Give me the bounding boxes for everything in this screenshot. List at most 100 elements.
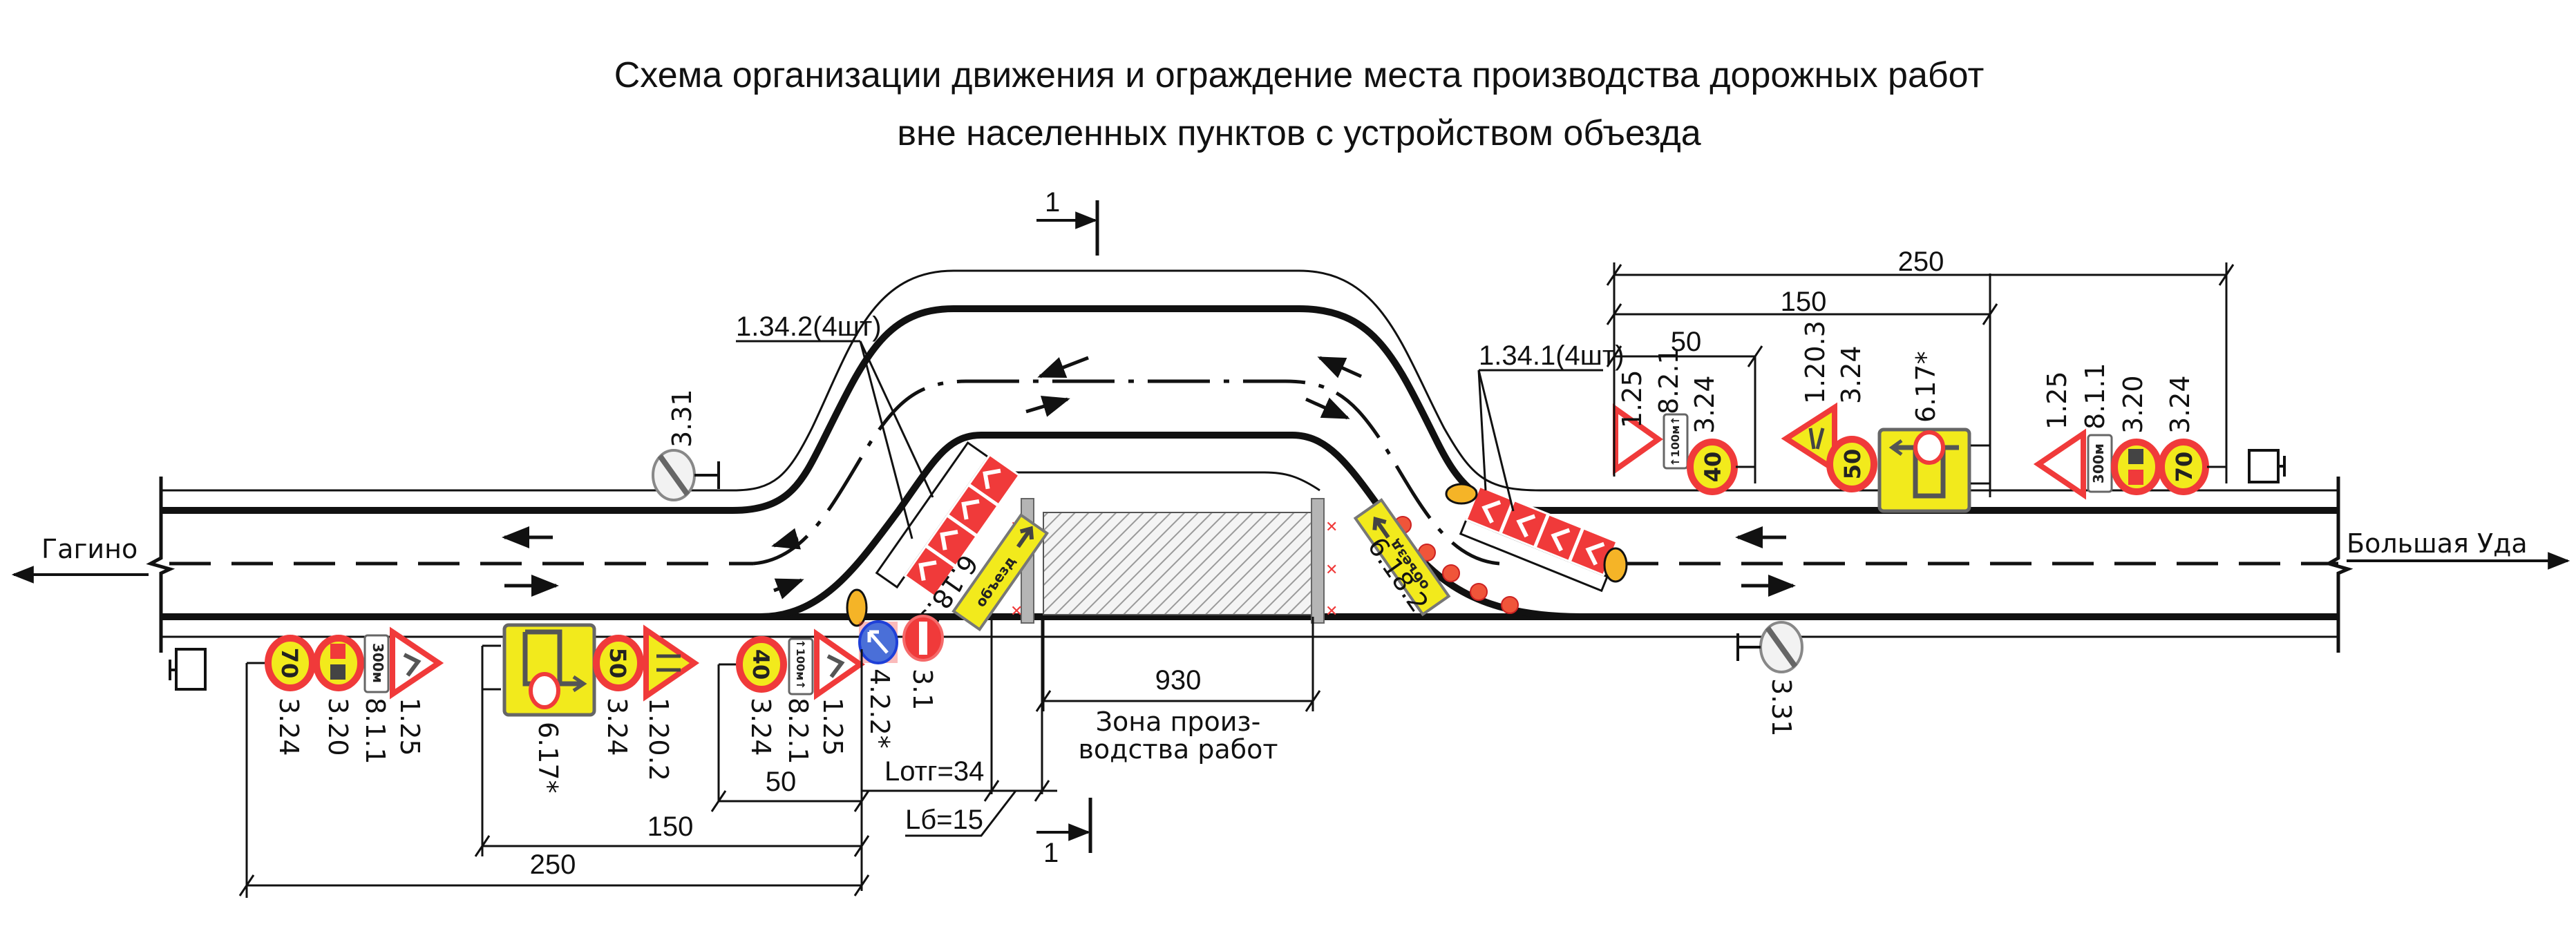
arrow-detour-3 [1025,396,1070,417]
svg-text:↑100м↑: ↑100м↑ [794,639,807,689]
svg-text:1.25: 1.25 [2042,371,2072,430]
dimensions-offsets: Lотг=34 Lб=15 [862,617,1057,837]
barrier-right [1311,498,1325,624]
sign-group-right-50: ↑100м↑ 40 1.25 8.2.1 3.24 [1613,347,1756,495]
no-overtaking-trucks-icon [2111,439,2162,495]
dim-label-50: 50 [1671,327,1702,357]
svg-text:1.25: 1.25 [817,698,848,756]
direction-left-label: Гагино [41,534,138,564]
chevron-board-1-34-1 [1459,485,1618,593]
direction-right-label: Большая Уда [2347,528,2528,559]
direction-left: Гагино [11,534,149,584]
svg-text:3.20: 3.20 [323,698,353,756]
distance-plate-100m-icon: ↑100м↑ [788,637,814,695]
svg-text:40: 40 [1700,452,1726,483]
lane-arrows [502,356,1796,599]
cone-icon [1501,596,1519,614]
svg-text:3.24: 3.24 [1836,345,1866,404]
work-zone-length: 930 [1155,665,1202,695]
svg-text:70: 70 [276,648,303,679]
barrier-light: ✕ [1010,602,1023,620]
sign-group-right-250: 300м 70 1.25 8.1.1 3.20 3.24 [2033,262,2228,500]
arrow-detour-6 [773,578,804,599]
svg-text:3.24: 3.24 [602,698,632,756]
sign-4-2-2 [858,620,898,664]
svg-text:70: 70 [2171,452,2197,483]
road-works-warning-icon [814,628,865,700]
section-marker-label: 1 [1043,838,1059,868]
arrow-detour-2 [1317,356,1363,378]
sign-3-31-top [652,449,720,501]
l-otg-label: Lотг=34 [884,756,984,787]
svg-text:3.24: 3.24 [1689,375,1720,434]
arrow-icon [867,630,889,654]
arrow-icon [1372,517,1390,539]
road-break-left [146,477,176,653]
sign-code-3-31-top: 3.31 [667,389,697,448]
no-overtaking-trucks-icon [313,635,364,691]
detour-scheme-sign-6-17-icon [502,623,596,717]
svg-text:300м: 300м [370,643,386,683]
arrow-detour-1 [1037,356,1089,378]
svg-text:8.2.1: 8.2.1 [783,698,813,765]
road-works-warning-icon [1613,403,1663,475]
sign-code-3-1: 3.1 [907,669,938,710]
svg-text:1.25: 1.25 [395,698,425,756]
title-line-1: Схема организации движения и ограждение … [614,55,1985,95]
road-outer-edge-top [161,269,2338,492]
title-line-2: вне населенных пунктов с устройством объ… [897,113,1701,153]
svg-text:6.17*: 6.17* [533,722,563,794]
sign-group-left-50: 40 ↑100м↑ 3.24 8.2.1 1.25 [717,628,865,801]
work-zone-hatched-area [1043,512,1314,615]
callout-label: 1.34.2(4шт) [736,311,882,342]
svg-text:50: 50 [605,648,631,679]
callout-1-34-2: 1.34.2(4шт) [736,311,934,539]
cone-icon [1470,583,1488,601]
chevron-sign-icon [1465,485,1618,577]
work-zone: ✕ ✕ ✕ ✕ ✕ ✕ [1010,498,1338,624]
sign-group-right-150: 50 1.20.3 3.24 6.17* [1781,273,1991,513]
work-zone-label-2: водства работ [1079,734,1278,765]
dimensions-right: 250 150 50 [1606,247,2235,477]
distance-plate-300m-icon: 300м [363,634,390,693]
sign-post-square-left [169,648,207,691]
barrier-light: ✕ [1325,518,1338,535]
dimensions-left: 50 150 250 [238,649,870,896]
arrow-icon [1016,526,1034,548]
sign-3-31-bottom [1736,621,1803,673]
svg-text:40: 40 [748,649,774,680]
barrier-light: ✕ [1325,561,1338,578]
detour-inner-edge [759,432,1583,620]
svg-text:1.20.3: 1.20.3 [1800,320,1830,404]
svg-text:3.24: 3.24 [746,698,776,756]
sign-3-1-no-entry [902,615,944,662]
sign-group-left-250: 70 300м 3.24 3.20 8.1.1 1.25 [245,626,444,898]
road-works-warning-icon [2033,428,2086,500]
svg-text:50: 50 [1839,449,1866,480]
svg-text:3.20: 3.20 [2118,375,2148,434]
sign-post-square-right [2248,449,2286,483]
direction-right: Большая Уда [2347,528,2570,570]
svg-text:6.17*: 6.17* [1911,351,1941,423]
dim-label-250: 250 [530,850,576,880]
l-b-label: Lб=15 [905,805,983,835]
dim-label-50: 50 [766,767,797,797]
work-zone-label-1: Зона произ- [1096,707,1261,737]
chevron-sign-icon [903,453,1021,598]
signal-lamp-icon [1603,547,1628,583]
svg-text:8.1.1: 8.1.1 [360,698,390,765]
svg-text:300м: 300м [2090,443,2107,483]
svg-text:3.24: 3.24 [2165,375,2195,434]
svg-text:1.20.2: 1.20.2 [643,698,674,781]
speed-limit-70-icon: 70 [265,635,316,691]
sign-code-4-2-2: 4.2.2* [864,669,895,749]
carriageway-edge-top [161,305,2338,514]
sign-code-3-31-bottom: 3.31 [1766,678,1797,737]
dimension-work-zone: 930 Зона произ- водства работ [1035,617,1321,765]
speed-limit-40-icon: 40 [1687,439,1738,495]
section-marker-top: 1 [1036,187,1099,256]
distance-plate-100m-icon: ↑100м↑ [1663,413,1689,470]
svg-text:8.1.1: 8.1.1 [2080,363,2110,430]
speed-limit-70-icon: 70 [2158,439,2209,495]
